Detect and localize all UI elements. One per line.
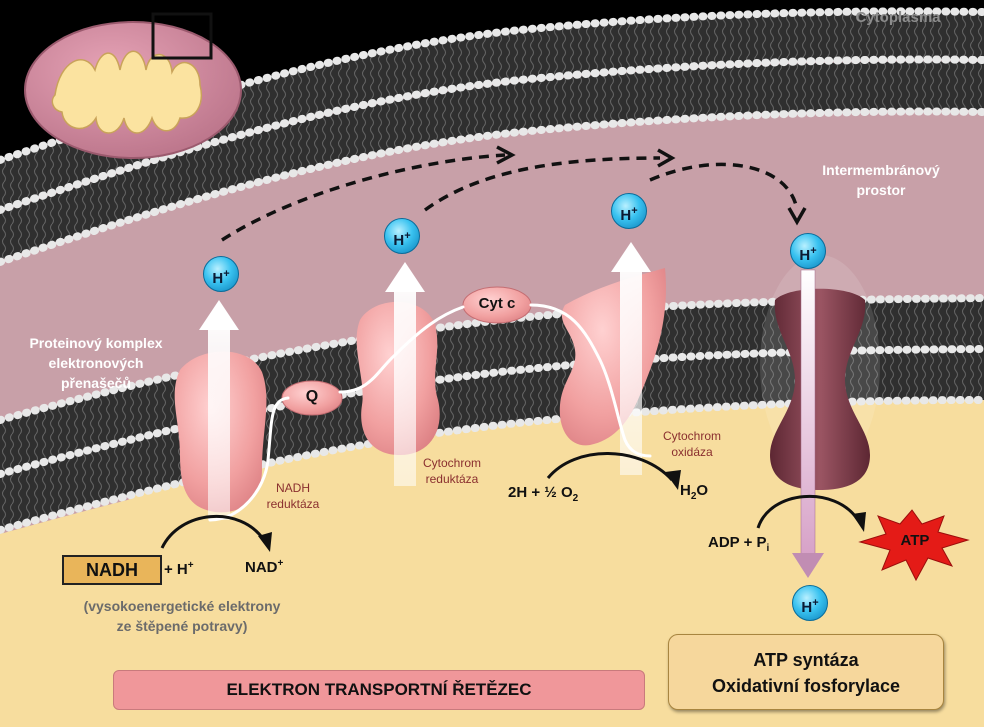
cyt-reductase-label: Cytochrom reduktáza xyxy=(422,456,481,486)
high-energy-label: (vysokoenergetické elektrony ze štěpené … xyxy=(83,598,281,634)
q-shuttle xyxy=(281,380,343,416)
mitochondrion-icon xyxy=(24,12,242,159)
proton-3: H+ xyxy=(611,193,647,229)
water-arrow xyxy=(546,452,674,482)
dashed-arrow-3 xyxy=(649,162,799,211)
plus-h-label: + H+ xyxy=(164,560,194,578)
cytc-label: Cyt c xyxy=(478,295,516,312)
dashed-arrow-1 xyxy=(221,153,506,242)
reaction-left-label: 2H + ½ O2 xyxy=(508,484,579,504)
synthase-proton-arrow xyxy=(792,269,824,578)
q-label: Q xyxy=(305,388,319,405)
proton-1: H+ xyxy=(203,256,239,292)
proton-5: H+ xyxy=(792,585,828,621)
proton-pump-arrow-3 xyxy=(611,242,651,475)
dashed-arrow-2 xyxy=(423,156,661,212)
synthase-line-1: ATP syntáza xyxy=(753,650,859,670)
cyt-oxidase-label: Cytochrom oxidáza xyxy=(662,429,721,459)
protein-complex-label: Proteinový komplex elektronových přenaše… xyxy=(29,335,163,391)
nadh-box: NADH xyxy=(62,555,162,585)
proton-2: H+ xyxy=(384,218,420,254)
atp-synthase-box: ATP syntáza Oxidativní fosforylace xyxy=(668,634,944,710)
atp-label: ATP xyxy=(900,532,930,549)
atp-synthase xyxy=(760,255,880,490)
cytoplasm-label: Cytoplasma xyxy=(855,9,941,26)
atp-star-icon xyxy=(858,509,970,582)
intermembrane-label: Intermembránový prostor xyxy=(822,162,940,198)
nadh-reductase-label: NADH reduktáza xyxy=(266,481,320,511)
proton-4: H+ xyxy=(790,233,826,269)
proton-pump-arrow-2 xyxy=(385,262,425,486)
proton-pump-arrow-1 xyxy=(199,300,239,520)
adp-label: ADP + Pi xyxy=(708,534,770,554)
water-label: H2O xyxy=(680,482,709,502)
adp-arrow xyxy=(756,494,860,529)
nad-label: NAD+ xyxy=(245,558,284,576)
synthase-line-2: Oxidativní fosforylace xyxy=(711,676,901,696)
nadh-arrow xyxy=(160,514,266,549)
etc-banner: ELEKTRON TRANSPORTNÍ ŘETĚZEC xyxy=(113,670,645,710)
